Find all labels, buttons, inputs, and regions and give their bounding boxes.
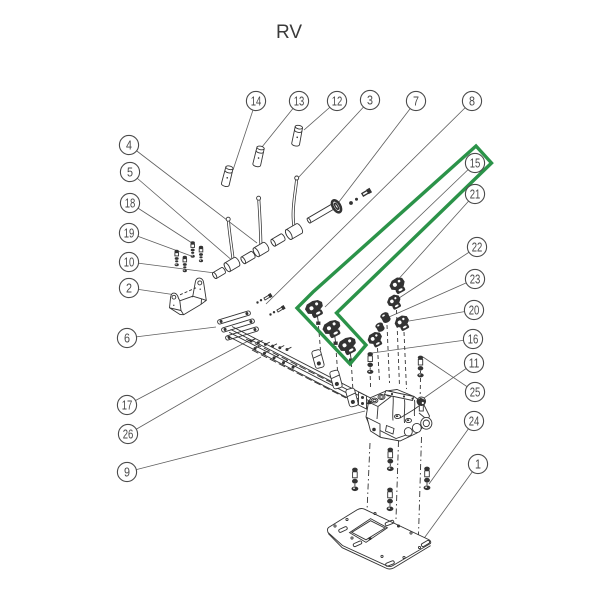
svg-text:6: 6 (124, 331, 130, 346)
svg-text:23: 23 (470, 272, 481, 287)
svg-text:4: 4 (126, 138, 132, 153)
svg-text:21: 21 (470, 187, 481, 202)
svg-text:18: 18 (125, 196, 136, 211)
svg-text:26: 26 (123, 427, 134, 442)
svg-text:19: 19 (124, 226, 135, 241)
svg-text:10: 10 (124, 255, 135, 270)
svg-text:15: 15 (470, 156, 481, 171)
svg-text:24: 24 (469, 414, 480, 429)
svg-text:11: 11 (469, 356, 480, 371)
svg-text:3: 3 (367, 93, 373, 108)
svg-text:7: 7 (413, 94, 419, 109)
svg-text:22: 22 (472, 240, 483, 255)
svg-text:9: 9 (124, 465, 130, 480)
svg-text:5: 5 (127, 165, 133, 180)
svg-text:8: 8 (469, 94, 475, 109)
svg-text:25: 25 (470, 385, 481, 400)
svg-text:1: 1 (475, 457, 481, 472)
svg-text:RV: RV (276, 22, 302, 43)
svg-text:16: 16 (468, 332, 479, 347)
svg-text:14: 14 (251, 94, 262, 109)
svg-text:12: 12 (332, 94, 343, 109)
svg-text:20: 20 (469, 303, 480, 318)
svg-text:13: 13 (294, 94, 305, 109)
svg-text:2: 2 (126, 281, 132, 296)
svg-text:17: 17 (122, 398, 133, 413)
